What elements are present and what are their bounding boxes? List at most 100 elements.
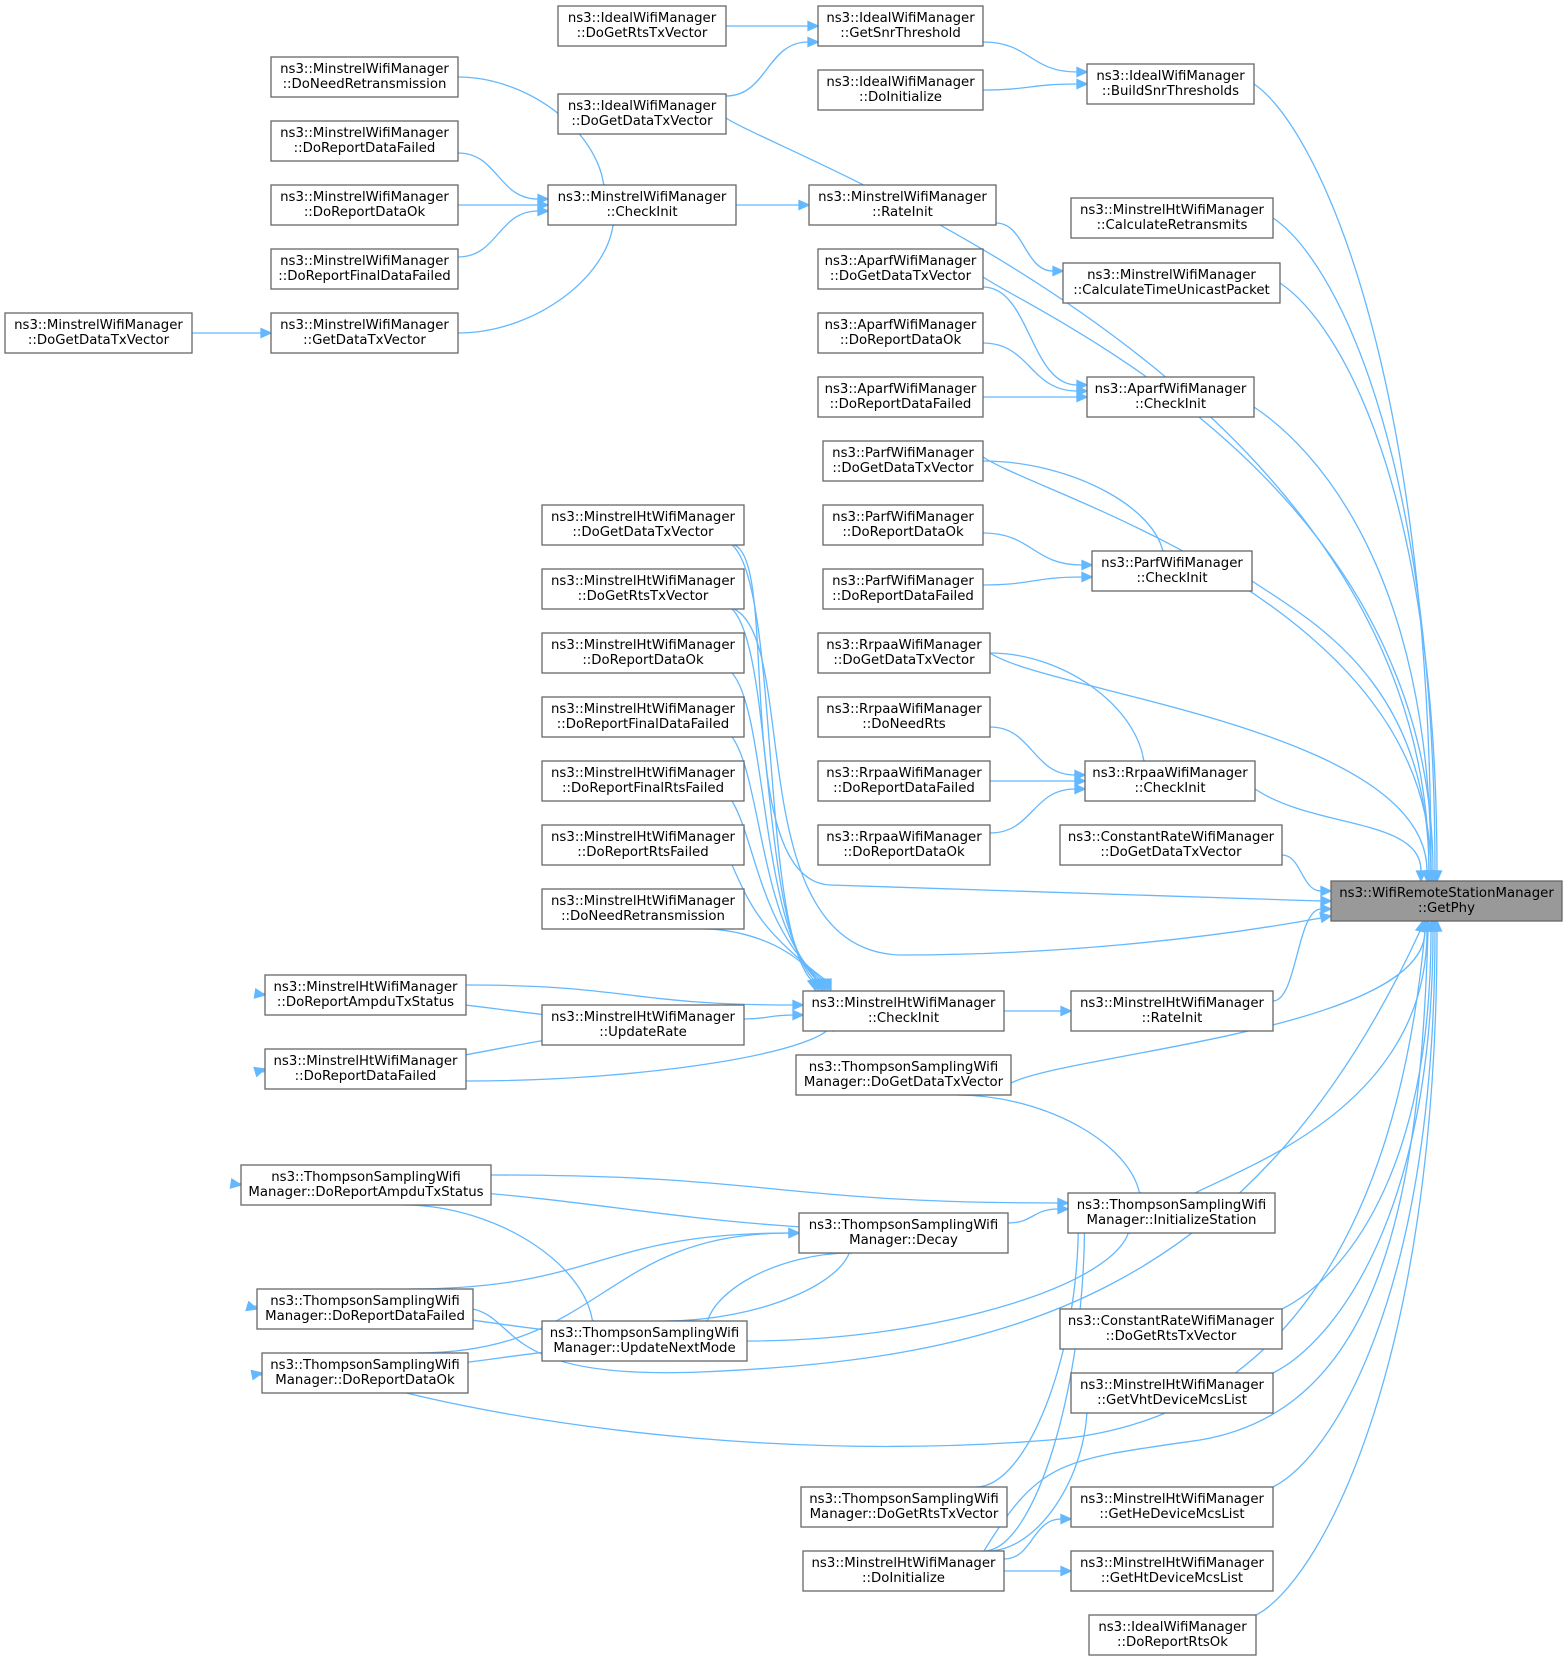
function-node-n5[interactable]: ns3::IdealWifiManager::DoGetDataTxVector	[557, 93, 727, 135]
function-class-label: ns3::MinstrelHtWifiManager	[551, 702, 736, 717]
function-node-n32[interactable]: ns3::MinstrelHtWifiManager::DoReportData…	[541, 632, 745, 674]
edge-n13-n15	[995, 222, 1065, 277]
function-node-n25[interactable]: ns3::RrpaaWifiManager::DoNeedRts	[817, 696, 991, 738]
function-class-label: ns3::WifiRemoteStationManager	[1339, 886, 1554, 901]
function-node-n12[interactable]: ns3::MinstrelWifiManager::DoGetDataTxVec…	[4, 312, 193, 354]
function-class-label: ns3::MinstrelHtWifiManager	[274, 980, 459, 995]
function-node-n3[interactable]: ns3::IdealWifiManager::GetSnrThreshold	[817, 5, 984, 47]
function-class-label: ns3::MinstrelHtWifiManager	[1080, 1556, 1265, 1571]
function-node-n4[interactable]: ns3::IdealWifiManager::DoGetRtsTxVector	[557, 5, 727, 47]
function-node-n28[interactable]: ns3::RrpaaWifiManager::CheckInit	[1084, 760, 1256, 802]
function-node-n10[interactable]: ns3::MinstrelWifiManager::DoReportFinalD…	[270, 248, 459, 290]
function-method-label: Manager::InitializeStation	[1087, 1213, 1257, 1228]
function-class-label: ns3::ThompsonSamplingWifi	[809, 1060, 999, 1075]
function-node-n19[interactable]: ns3::AparfWifiManager::CheckInit	[1086, 376, 1255, 418]
function-node-n39[interactable]: ns3::MinstrelHtWifiManager::UpdateRate	[541, 1004, 745, 1046]
edge-n14-n0	[1272, 217, 1441, 883]
edge-n39-n37	[743, 1009, 805, 1021]
function-node-n6[interactable]: ns3::MinstrelWifiManager::DoNeedRetransm…	[270, 56, 459, 98]
getphy-root-node[interactable]: ns3::WifiRemoteStationManager::GetPhy	[1330, 880, 1563, 922]
function-node-n46[interactable]: ns3::ThompsonSamplingWifiManager::DoRepo…	[256, 1288, 474, 1330]
function-node-n51[interactable]: ns3::ThompsonSamplingWifiManager::DoGetR…	[800, 1486, 1008, 1528]
function-node-n20[interactable]: ns3::ParfWifiManager::DoGetDataTxVector	[822, 440, 984, 482]
function-node-n49[interactable]: ns3::ConstantRateWifiManager::DoGetRtsTx…	[1059, 1308, 1283, 1350]
function-method-label: ::DoNeedRts	[862, 717, 946, 732]
edge-n46-n45	[408, 1227, 801, 1290]
function-node-n1[interactable]: ns3::IdealWifiManager::BuildSnrThreshold…	[1086, 63, 1255, 105]
function-node-n16[interactable]: ns3::AparfWifiManager::DoGetDataTxVector	[817, 248, 984, 290]
function-class-label: ns3::ThompsonSamplingWifi	[270, 1294, 460, 1309]
function-class-label: ns3::RrpaaWifiManager	[826, 830, 982, 845]
function-node-n9[interactable]: ns3::MinstrelWifiManager::DoReportDataOk	[270, 184, 459, 226]
function-node-n53[interactable]: ns3::MinstrelHtWifiManager::DoInitialize	[802, 1550, 1005, 1592]
function-node-n41[interactable]: ns3::MinstrelHtWifiManager::RateInit	[1070, 990, 1274, 1032]
function-node-n37[interactable]: ns3::MinstrelHtWifiManager::CheckInit	[802, 990, 1005, 1032]
function-node-n24[interactable]: ns3::RrpaaWifiManager::DoGetDataTxVector	[817, 632, 991, 674]
function-node-n30[interactable]: ns3::MinstrelHtWifiManager::DoGetDataTxV…	[541, 504, 745, 546]
function-node-n17[interactable]: ns3::AparfWifiManager::DoReportDataOk	[817, 312, 984, 354]
edge-n50-n0	[1272, 919, 1439, 1374]
function-node-n43[interactable]: ns3::ThompsonSamplingWifiManager::DoRepo…	[240, 1164, 492, 1206]
edge-n3-n1	[982, 41, 1089, 78]
edge-n55-n0	[1255, 919, 1443, 1616]
function-node-n22[interactable]: ns3::ParfWifiManager::DoReportDataFailed	[822, 568, 984, 610]
function-method-label: ::DoReportFinalRtsFailed	[562, 781, 724, 796]
function-node-n21[interactable]: ns3::ParfWifiManager::DoReportDataOk	[822, 504, 984, 546]
function-class-label: ns3::ParfWifiManager	[832, 510, 974, 525]
function-node-n31[interactable]: ns3::MinstrelHtWifiManager::DoGetRtsTxVe…	[541, 568, 745, 610]
function-class-label: ns3::MinstrelWifiManager	[280, 254, 449, 269]
edge-n26-n28	[990, 775, 1087, 787]
function-node-n38[interactable]: ns3::MinstrelHtWifiManager::DoReportAmpd…	[264, 974, 467, 1016]
function-method-label: ::DoGetRtsTxVector	[578, 589, 709, 604]
function-node-n7[interactable]: ns3::MinstrelWifiManager::CheckInit	[547, 184, 737, 226]
function-node-n44[interactable]: ns3::ThompsonSamplingWifiManager::Initia…	[1067, 1192, 1276, 1234]
edge-n41-n0	[1272, 903, 1333, 1002]
function-method-label: Manager::UpdateNextMode	[553, 1341, 735, 1356]
edge-n17-n19	[982, 342, 1089, 397]
function-node-n23[interactable]: ns3::ParfWifiManager::CheckInit	[1091, 550, 1253, 592]
function-class-label: ns3::MinstrelHtWifiManager	[1080, 203, 1265, 218]
function-node-n54[interactable]: ns3::MinstrelHtWifiManager::GetHtDeviceM…	[1070, 1550, 1274, 1592]
function-class-label: ns3::MinstrelHtWifiManager	[551, 766, 736, 781]
function-class-label: ns3::RrpaaWifiManager	[826, 766, 982, 781]
function-class-label: ns3::MinstrelHtWifiManager	[551, 830, 736, 845]
function-class-label: ns3::MinstrelWifiManager	[280, 126, 449, 141]
edge-n9-n7	[458, 199, 550, 211]
function-class-label: ns3::ParfWifiManager	[1101, 556, 1243, 571]
edge-n31-n37	[731, 608, 820, 993]
function-node-n47[interactable]: ns3::ThompsonSamplingWifiManager::Update…	[541, 1320, 748, 1362]
function-node-n33[interactable]: ns3::MinstrelHtWifiManager::DoReportFina…	[541, 696, 745, 738]
function-node-n15[interactable]: ns3::MinstrelWifiManager::CalculateTimeU…	[1062, 262, 1281, 304]
edge-n18-n19	[983, 391, 1089, 403]
function-node-n14[interactable]: ns3::MinstrelHtWifiManager::CalculateRet…	[1070, 197, 1274, 239]
function-node-n8[interactable]: ns3::MinstrelWifiManager::DoReportDataFa…	[270, 120, 459, 162]
function-node-n29[interactable]: ns3::ConstantRateWifiManager::DoGetDataT…	[1059, 824, 1283, 866]
function-node-n13[interactable]: ns3::MinstrelWifiManager::RateInit	[808, 184, 997, 226]
function-method-label: ::DoGetRtsTxVector	[1106, 1329, 1237, 1344]
function-node-n34[interactable]: ns3::MinstrelHtWifiManager::DoReportFina…	[541, 760, 745, 802]
function-node-n35[interactable]: ns3::MinstrelHtWifiManager::DoReportRtsF…	[541, 824, 745, 866]
function-method-label: ::CheckInit	[606, 205, 677, 220]
function-class-label: ns3::MinstrelHtWifiManager	[551, 638, 736, 653]
function-method-label: Manager::Decay	[849, 1233, 958, 1248]
function-node-n11[interactable]: ns3::MinstrelWifiManager::GetDataTxVecto…	[270, 312, 459, 354]
function-class-label: ns3::ConstantRateWifiManager	[1068, 830, 1275, 845]
function-method-label: ::CheckInit	[1136, 571, 1207, 586]
function-method-label: ::RateInit	[872, 205, 933, 220]
function-node-n50[interactable]: ns3::MinstrelHtWifiManager::GetVhtDevice…	[1070, 1372, 1274, 1414]
function-class-label: ns3::ThompsonSamplingWifi	[1077, 1198, 1267, 1213]
function-node-n42[interactable]: ns3::ThompsonSamplingWifiManager::DoGetD…	[795, 1054, 1012, 1096]
function-node-n52[interactable]: ns3::MinstrelHtWifiManager::GetHeDeviceM…	[1070, 1486, 1274, 1528]
function-node-n18[interactable]: ns3::AparfWifiManager::DoReportDataFaile…	[817, 376, 984, 418]
edge-n8-n7	[457, 152, 550, 205]
function-node-n2[interactable]: ns3::IdealWifiManager::DoInitialize	[817, 69, 984, 111]
function-node-n36[interactable]: ns3::MinstrelHtWifiManager::DoNeedRetran…	[541, 888, 745, 930]
function-node-n27[interactable]: ns3::RrpaaWifiManager::DoReportDataOk	[817, 824, 991, 866]
function-method-label: ::DoReportDataOk	[582, 653, 704, 668]
function-node-n48[interactable]: ns3::ThompsonSamplingWifiManager::DoRepo…	[261, 1352, 469, 1394]
function-node-n26[interactable]: ns3::RrpaaWifiManager::DoReportDataFaile…	[817, 760, 991, 802]
function-node-n40[interactable]: ns3::MinstrelHtWifiManager::DoReportData…	[264, 1048, 467, 1090]
function-node-n55[interactable]: ns3::IdealWifiManager::DoReportRtsOk	[1088, 1614, 1257, 1656]
function-method-label: ::DoInitialize	[862, 1571, 945, 1586]
